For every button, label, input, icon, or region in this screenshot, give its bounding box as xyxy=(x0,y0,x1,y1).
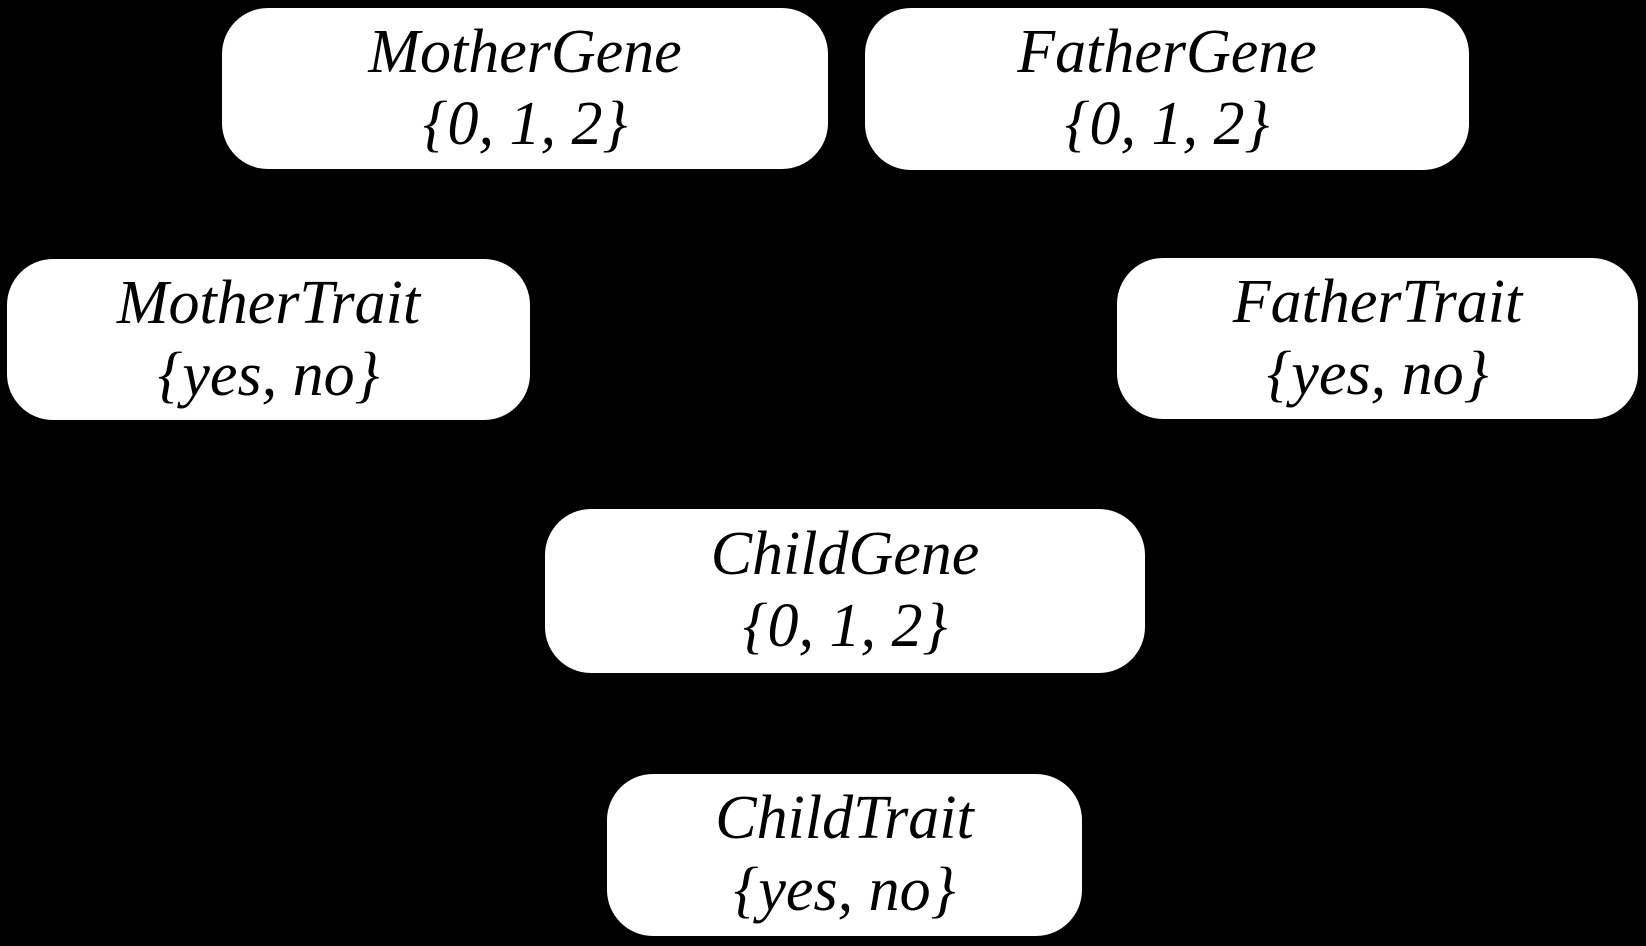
node-father-trait: FatherTrait {yes, no} xyxy=(1117,258,1638,419)
node-child-trait: ChildTrait {yes, no} xyxy=(607,774,1082,936)
node-mother-gene-domain: {0, 1, 2} xyxy=(422,89,628,158)
node-father-gene: FatherGene {0, 1, 2} xyxy=(865,8,1469,170)
node-father-trait-domain: {yes, no} xyxy=(1266,339,1489,408)
node-child-trait-domain: {yes, no} xyxy=(733,856,956,924)
node-mother-gene-label: MotherGene xyxy=(368,17,682,86)
node-child-gene-label: ChildGene xyxy=(710,520,980,589)
node-child-gene-domain: {0, 1, 2} xyxy=(742,592,948,660)
node-father-gene-label: FatherGene xyxy=(1017,18,1317,87)
node-mother-trait: MotherTrait {yes, no} xyxy=(7,259,530,420)
node-child-gene: ChildGene {0, 1, 2} xyxy=(545,509,1145,673)
node-mother-trait-label: MotherTrait xyxy=(116,268,421,337)
node-child-trait-label: ChildTrait xyxy=(715,784,974,853)
node-mother-gene: MotherGene {0, 1, 2} xyxy=(222,8,828,169)
node-mother-trait-domain: {yes, no} xyxy=(157,340,380,409)
node-father-trait-label: FatherTrait xyxy=(1232,267,1523,336)
node-father-gene-domain: {0, 1, 2} xyxy=(1064,90,1270,158)
